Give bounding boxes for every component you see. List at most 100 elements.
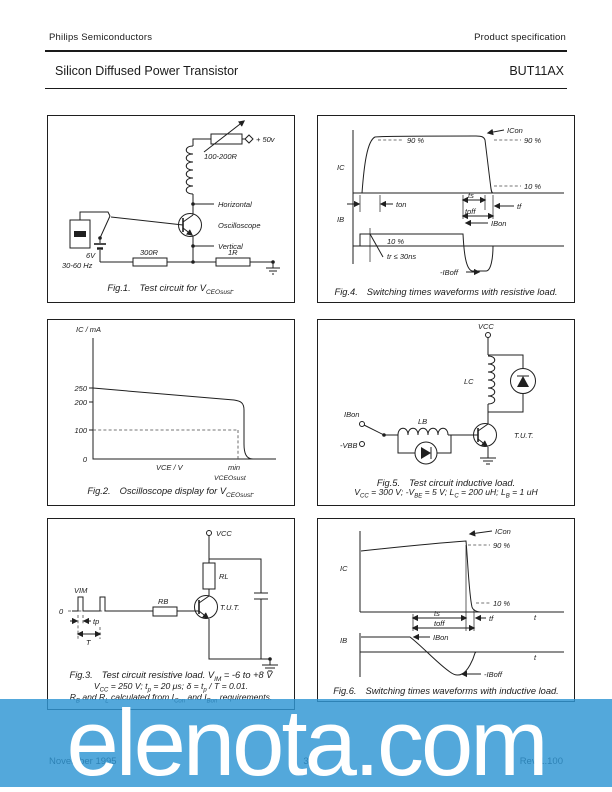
fig6-box: t IC ICon 90 % 10 % ts tf toff t IB [317, 518, 575, 702]
fig5-caption: Fig.5.Test circuit inductive load. [318, 478, 574, 488]
y-ticks [89, 387, 93, 431]
label-ibon: IBon [344, 410, 359, 419]
fig6-diagram: t IC ICon 90 % 10 % ts tf toff t IB [340, 527, 564, 679]
label-pot: 100-200R [204, 152, 238, 161]
switch-icon [99, 215, 111, 239]
label-lc: LC [464, 377, 474, 386]
ts-tf-toff-markers: ts tf toff [461, 191, 522, 220]
tick-100: 100 [74, 426, 87, 435]
fig1-caption-number: Fig.1. [107, 283, 131, 294]
label-period: T [86, 638, 92, 647]
label-rb: RB [158, 597, 168, 606]
header-spec: Product specification [474, 32, 566, 43]
fig6-caption-number: Fig.6. [333, 686, 357, 696]
header-company: Philips Semiconductors [49, 32, 153, 43]
label-min: min [228, 463, 240, 472]
ts-tf-toff-markers: ts tf toff [411, 545, 494, 632]
ic-waveform [361, 135, 494, 194]
label-90-right: 90 % [524, 136, 541, 145]
ic-axes [359, 531, 564, 613]
fig2-caption-number: Fig.2. [87, 486, 111, 497]
label-iboff: -IBoff [484, 670, 503, 679]
fig3-caption-text: Test circuit resistive load. VIM = -6 to… [101, 670, 273, 683]
fig5-caption-conditions: VCC = 300 V; -VBE = 5 V; LC = 200 uH; LB… [354, 487, 538, 500]
fig2-caption-text: Oscilloscope display for VCEOsust. [119, 486, 255, 499]
watermark-text: elenota.com [66, 690, 548, 792]
label-iboff: -IBoff [440, 268, 459, 277]
axes [92, 338, 276, 460]
node-dot [191, 260, 195, 264]
resistor-300r-icon [132, 257, 168, 267]
label-toff: toff [465, 207, 476, 216]
header-rule-top [45, 50, 567, 52]
capacitor-branch [209, 558, 268, 659]
label-horizontal: Horizontal [218, 200, 252, 209]
ton-markers: ton [347, 195, 406, 212]
transistor-icon [194, 595, 218, 619]
label-ib: IB [340, 636, 347, 645]
label-10: 10 % [493, 599, 510, 608]
fig2-diagram: IC / mA 250 200 100 0 VCE / V min VCEOsu… [73, 325, 276, 482]
tick-200: 200 [73, 398, 87, 407]
label-icon: ICon [495, 527, 511, 536]
label-tut: T.U.T. [514, 431, 533, 440]
label-tp: tp [93, 617, 99, 626]
label-vcc: VCC [478, 322, 494, 331]
variable-resistor-arrow-icon [203, 120, 246, 153]
label-10-bottom: 10 % [387, 237, 404, 246]
watermark-banner: elenota.com [0, 690, 612, 792]
label-ibon: IBon [433, 633, 448, 642]
ground-icon [266, 262, 280, 275]
label-vceosust: VCEOsust [214, 475, 247, 482]
label-t1: t [534, 613, 537, 622]
fig1-box: + 50v 100-200R Horizontal Oscilloscope [47, 115, 295, 303]
label-rl: RL [219, 572, 229, 581]
fig3-caption-conditions: VCC = 250 V; tp = 20 μs; δ = tp / T = 0.… [93, 681, 249, 694]
supply-branch: + 50v 100-200R [192, 120, 276, 161]
label-vcc: VCC [216, 529, 232, 538]
label-ts: ts [468, 191, 474, 200]
fig2-box: IC / mA 250 200 100 0 VCE / V min VCEOsu… [47, 319, 295, 506]
label-ib: IB [337, 215, 344, 224]
rl-resistor-icon [202, 562, 216, 590]
trace-curve [92, 387, 254, 460]
vcc-terminal-icon [206, 530, 212, 536]
ib-waveform [361, 636, 523, 676]
fig4-box: IC IB 90 % ICon 90 % 10 % ton [317, 115, 575, 303]
label-battery: 6V [86, 251, 96, 260]
resistor-1r-icon [215, 257, 251, 267]
label-xaxis: VCE / V [156, 463, 184, 472]
label-tr: tr ≤ 30ns [387, 252, 416, 261]
fig1-diagram: + 50v 100-200R Horizontal Oscilloscope [62, 120, 280, 275]
label-ibon: IBon [491, 219, 506, 228]
label-vertical: Vertical [218, 242, 243, 251]
page-title: Silicon Diffused Power Transistor [55, 64, 239, 78]
label-r1: 1R [228, 248, 238, 257]
inductor-icon [185, 145, 194, 195]
fig1-caption-text: Test circuit for VCEOsust. [139, 283, 235, 296]
label-vim: VIM [74, 586, 88, 595]
clamp-diode-icon [488, 368, 536, 413]
ib-waveform [354, 233, 523, 272]
label-vbb: -VBB [340, 441, 358, 450]
fig5-diagram: VCC LC T.U.T. IBon -VBB [340, 322, 536, 465]
tick-0: 0 [83, 455, 88, 464]
label-yaxis: IC / mA [76, 325, 101, 334]
label-toff: toff [434, 619, 445, 628]
label-icon: ICon [507, 126, 523, 135]
input-pulse-waveform: VIM 0 tp T [59, 586, 126, 647]
label-90: 90 % [493, 541, 510, 550]
label-r300: 300R [140, 248, 159, 257]
label-ts: ts [434, 609, 440, 618]
label-tf: tf [517, 202, 522, 211]
label-90-left: 90 % [407, 136, 424, 145]
fig5-box: VCC LC T.U.T. IBon -VBB [317, 319, 575, 506]
label-t2: t [534, 653, 537, 662]
label-lb: LB [418, 417, 427, 426]
supply-terminal-icon [244, 134, 254, 144]
label-ic: IC [337, 163, 345, 172]
fig3-caption: Fig.3. Test circuit resistive load. VIM =… [48, 670, 294, 683]
fig4-diagram: IC IB 90 % ICon 90 % 10 % ton [337, 126, 564, 277]
fig3-caption-number: Fig.3. [69, 670, 93, 681]
